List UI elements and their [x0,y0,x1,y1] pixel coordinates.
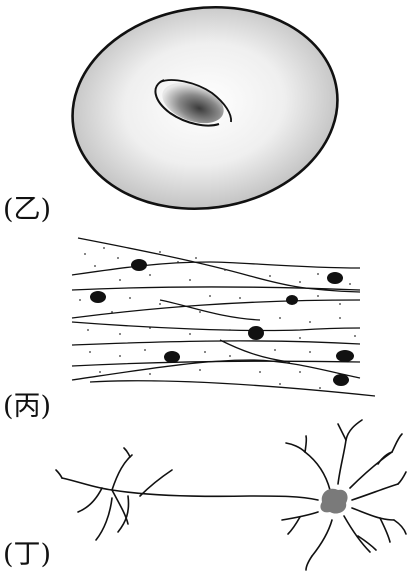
panel-label-bing: (丙) [3,391,52,422]
muscle-nucleus [327,272,343,284]
muscle-nucleus [131,259,147,271]
muscle-nucleus [248,326,264,340]
muscle-nucleus [90,291,106,303]
muscle-nucleus [333,374,349,386]
neuron-dendrites [304,451,331,491]
panel-label-yi: (乙) [3,194,52,225]
muscle-cell-granules [79,247,356,389]
red-blood-cell [71,5,339,211]
neuron-axon [61,477,319,501]
muscle-nucleus [164,351,180,363]
smooth-muscle-tissue [71,237,376,397]
red-blood-cell-center [162,82,224,124]
red-blood-cell-center-rim [154,79,220,127]
muscle-nucleus [336,350,354,362]
muscle-nucleus [286,295,298,305]
panel-label-ding: (丁) [3,539,52,570]
muscle-cell-nuclei [90,259,354,386]
neuron [55,419,407,571]
neuron-nucleus [320,488,348,514]
